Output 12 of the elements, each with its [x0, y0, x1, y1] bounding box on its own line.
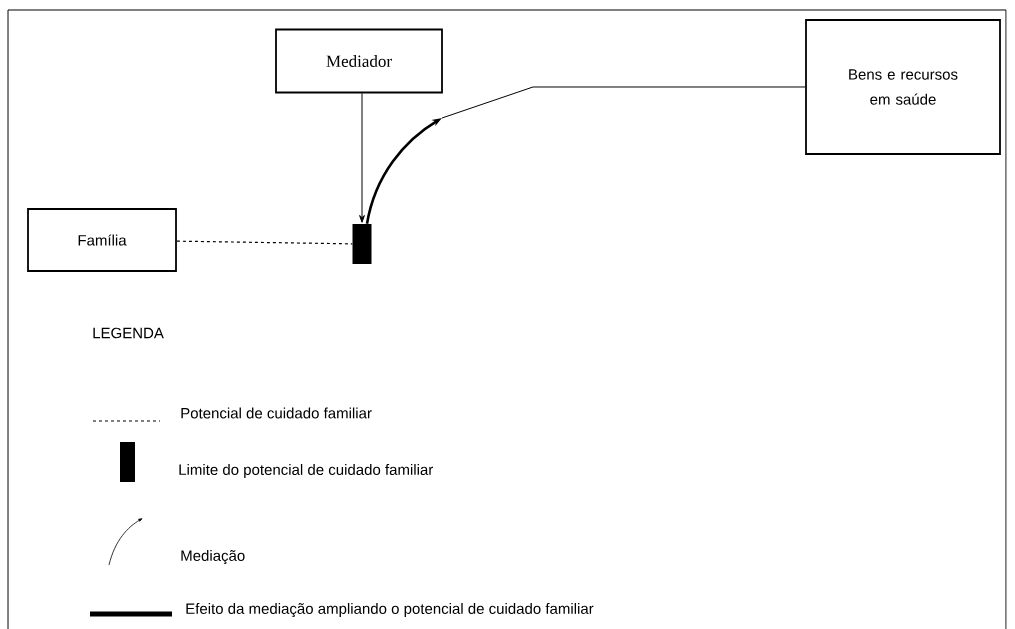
legend-text: Potencial de cuidado familiar	[181, 407, 372, 419]
labeled-box: Família	[27, 208, 177, 272]
legend-text: Efeito da mediação ampliando o potencial de cuidado familiar	[186, 602, 594, 617]
legend-title: LEGENDA	[93, 327, 164, 339]
connector-line	[441, 86, 806, 119]
arrow	[359, 92, 365, 223]
limit-bar	[352, 224, 372, 264]
legend-text: Mediação	[181, 549, 245, 564]
labeled-box: Bens e recursos em saúde	[805, 19, 1001, 155]
labeled-box: Mediador	[275, 28, 443, 94]
legend-text: Limite do potencial de cuidado familiar	[179, 464, 434, 478]
connector-line	[176, 240, 353, 245]
